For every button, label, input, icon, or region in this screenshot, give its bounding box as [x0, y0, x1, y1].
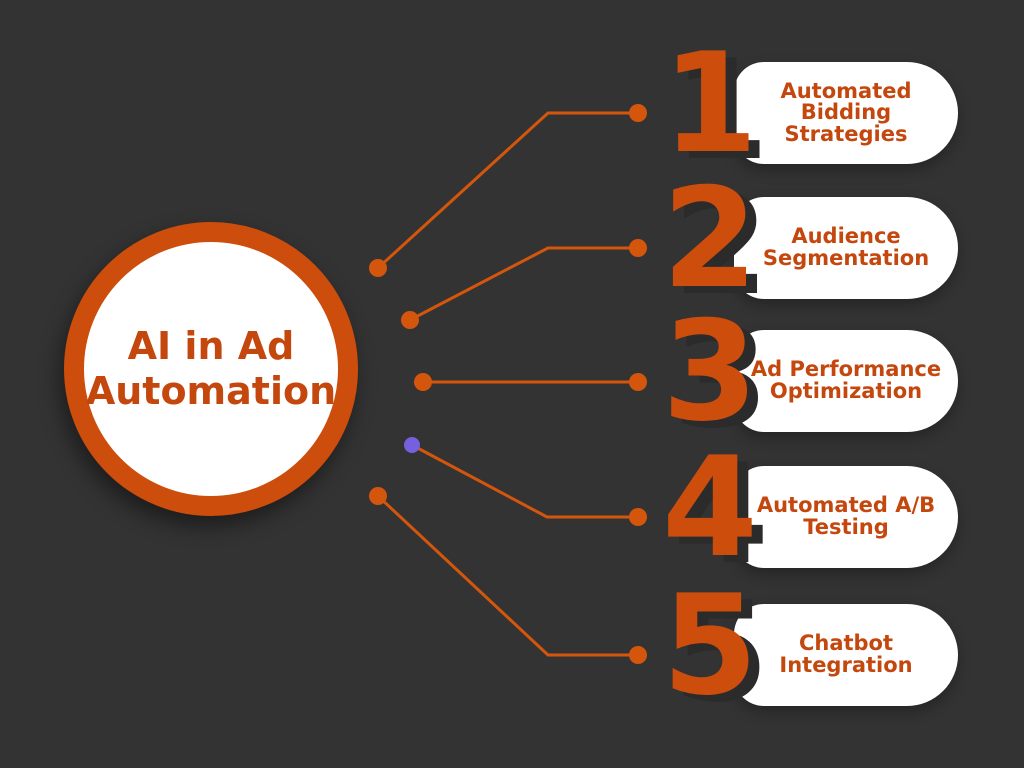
- page-title: AI in Ad Automation: [85, 324, 337, 413]
- connector-line-4: [411, 443, 638, 519]
- item-card-2: Audience Segmentation: [734, 197, 958, 299]
- hub-node-dot-purple: [404, 437, 420, 453]
- item-card-1: Automated Bidding Strategies: [734, 62, 958, 164]
- connector-1: [369, 104, 647, 277]
- item-label-2: Audience Segmentation: [762, 224, 930, 270]
- end-dot-4: [629, 508, 647, 526]
- hub-node-dot-2: [401, 311, 419, 329]
- central-hub-circle: AI in Ad Automation: [64, 222, 358, 516]
- connector-2: [401, 239, 647, 329]
- item-number-5: 5: [661, 565, 759, 726]
- item-card-5: Chatbot Integration: [734, 604, 958, 706]
- connector-4: [404, 437, 647, 526]
- item-number-2: 2: [661, 158, 759, 319]
- item-label-1: Automated Bidding Strategies: [780, 78, 912, 146]
- end-dot-2: [629, 239, 647, 257]
- item-label-3: Ad Performance Optimization: [750, 357, 942, 403]
- end-dot-1: [629, 104, 647, 122]
- hub-node-dot-5: [369, 487, 387, 505]
- connector-5: [369, 487, 647, 664]
- hub-node-dot-3: [414, 373, 432, 391]
- item-card-4: Automated A/B Testing: [734, 466, 958, 568]
- end-dot-3: [629, 373, 647, 391]
- connector-3: [414, 373, 647, 391]
- connector-line-1: [376, 111, 638, 270]
- hub-node-dot-1: [369, 259, 387, 277]
- connector-line-5: [376, 494, 638, 657]
- end-dot-5: [629, 646, 647, 664]
- item-number-4: 4: [661, 427, 759, 588]
- item-number-1: 1: [661, 23, 759, 184]
- item-number-3: 3: [661, 291, 759, 452]
- item-card-3: Ad Performance Optimization: [734, 330, 958, 432]
- item-label-4: Automated A/B Testing: [756, 493, 936, 539]
- item-label-5: Chatbot Integration: [779, 631, 913, 677]
- connector-line-2: [409, 246, 638, 322]
